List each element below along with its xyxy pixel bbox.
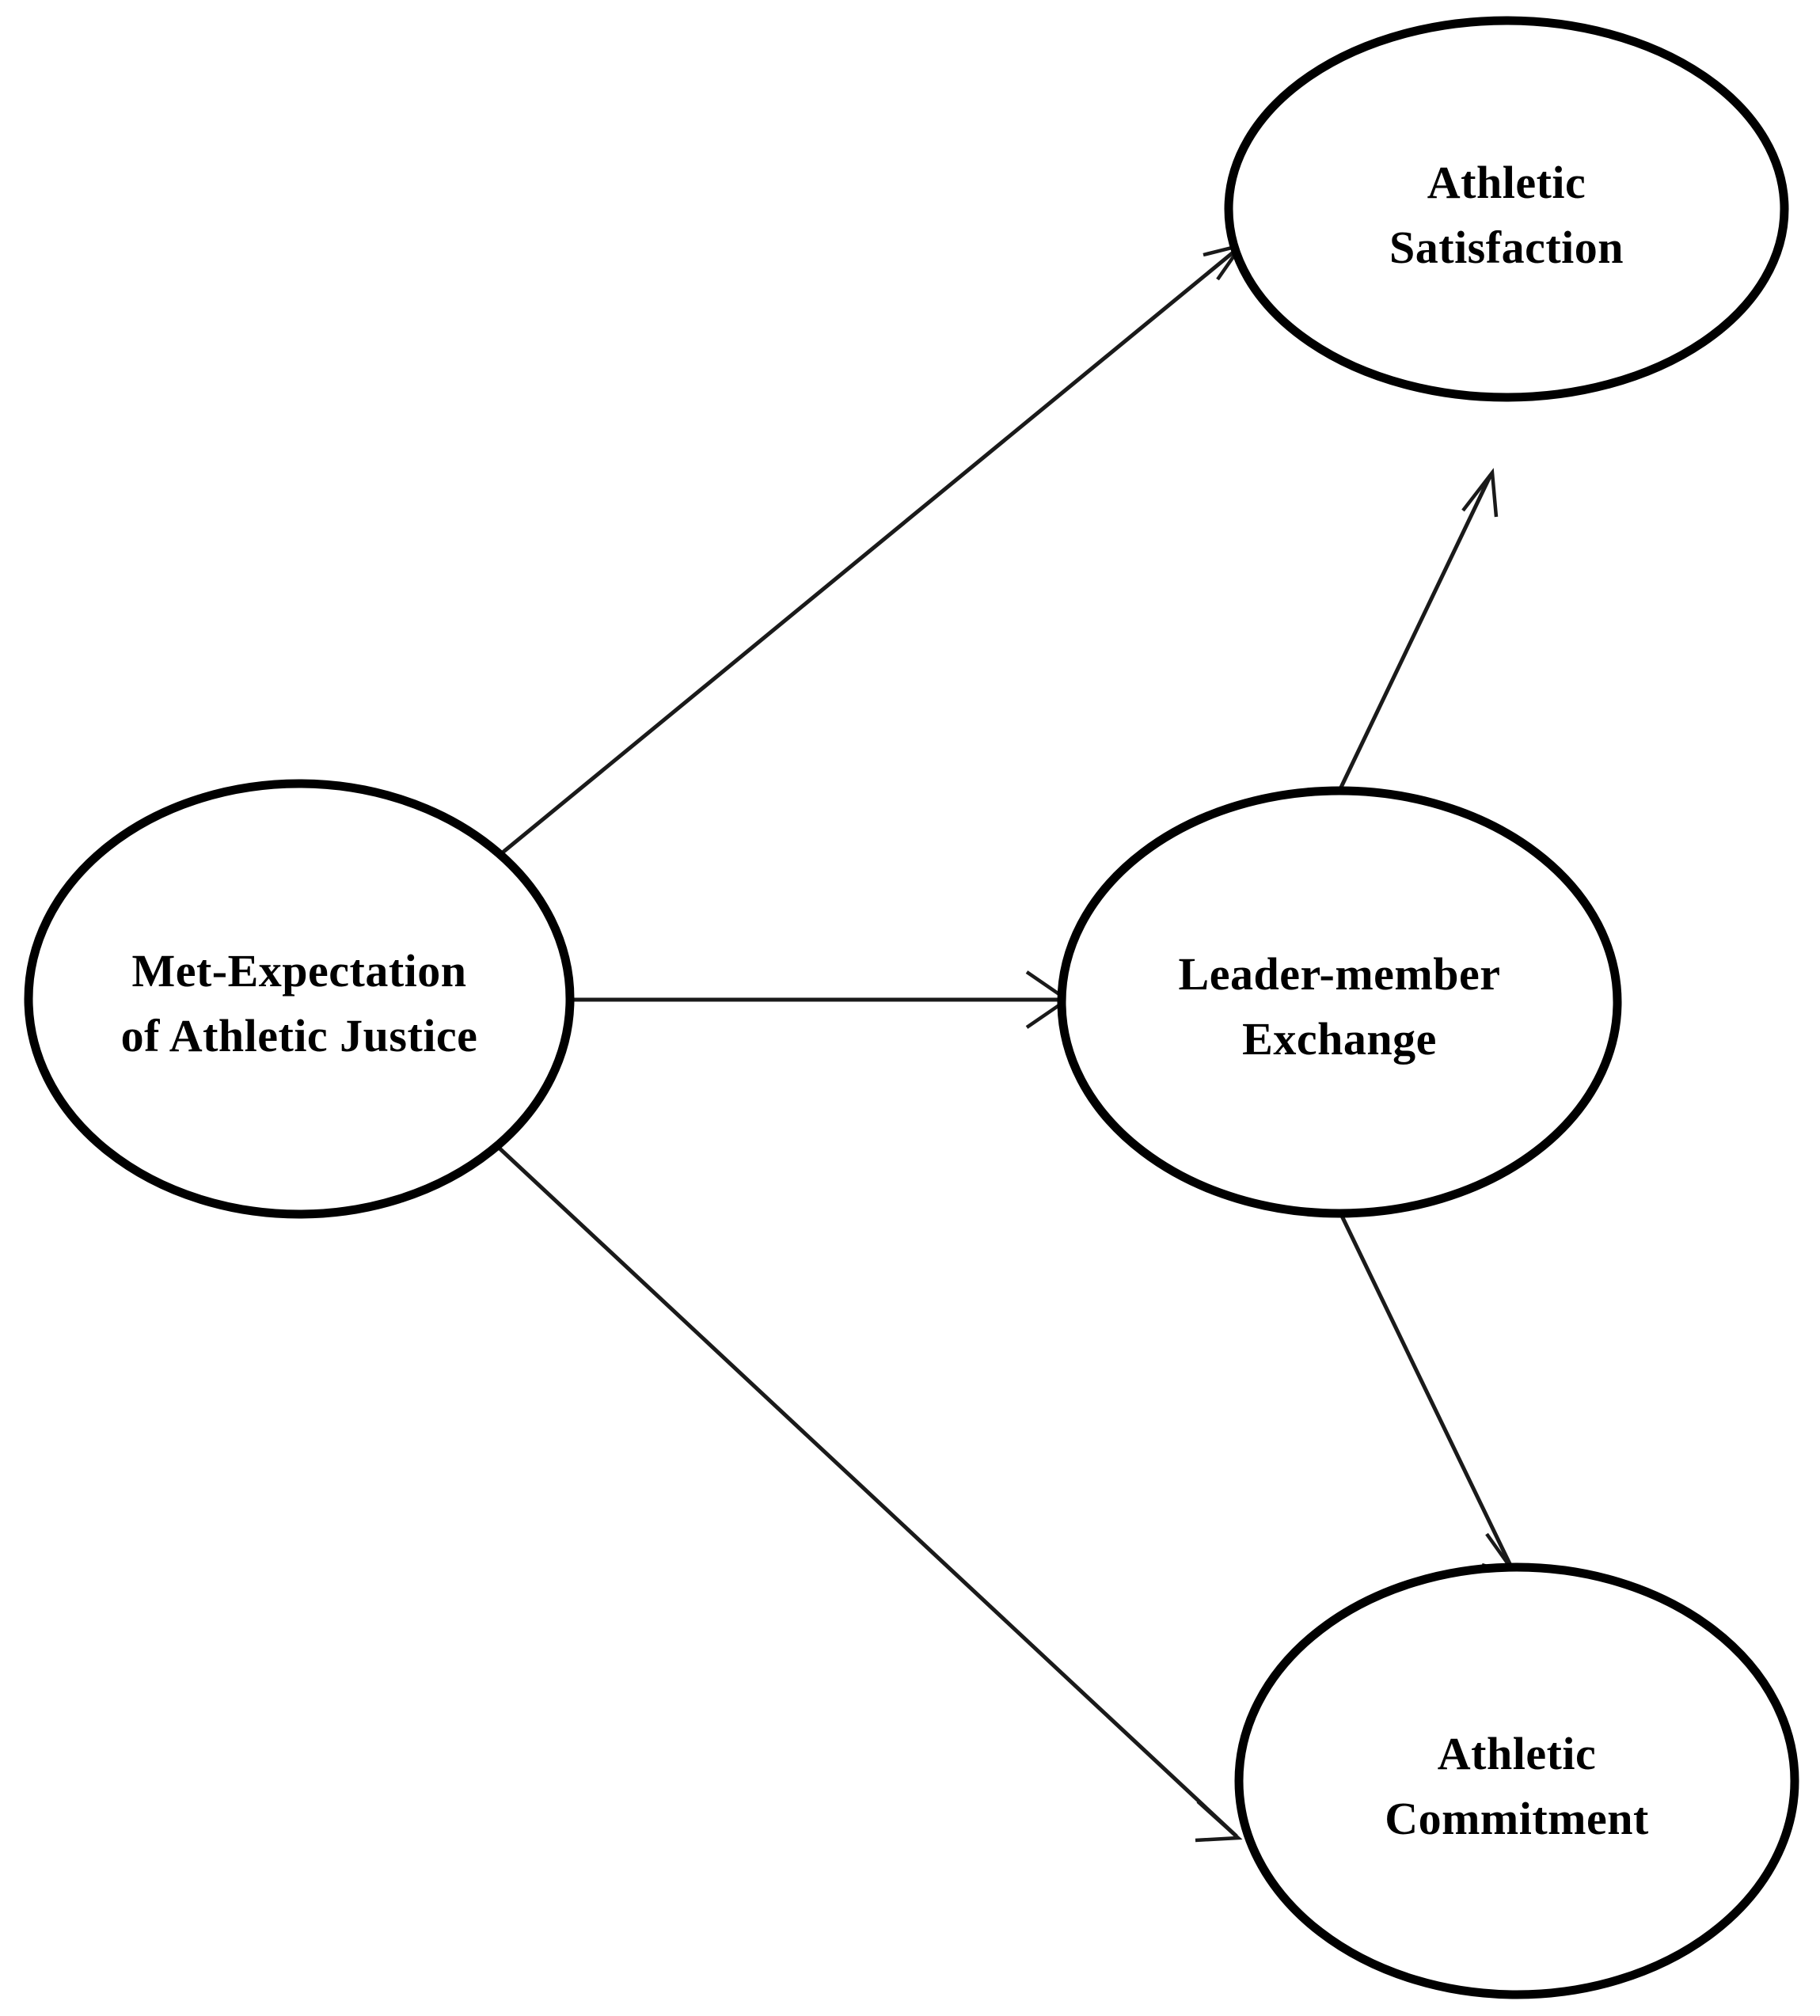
node-label-athletic-commitment-line2: Commitment: [1385, 1793, 1649, 1844]
edge-met-expectation-to-athletic-commitment: [496, 1145, 1243, 1843]
edge-leader-member-exchange-to-athletic-commitment: [1337, 1209, 1521, 1579]
node-leader-member-exchange[interactable]: Leader-member Exchange: [1057, 786, 1622, 1218]
node-label-leader-member-exchange-line2: Exchange: [1242, 1013, 1437, 1065]
node-label-met-expectation-line1: Met-Expectation: [131, 945, 466, 997]
node-shape-met-expectation[interactable]: [24, 779, 575, 1219]
edge-met-expectation-to-leader-member-exchange: [569, 970, 1070, 1029]
node-label-leader-member-exchange-line1: Leader-member: [1179, 948, 1501, 1000]
node-label-athletic-commitment-line1: Athletic: [1438, 1728, 1597, 1779]
node-label-met-expectation-line2: of Athletic Justice: [121, 1010, 478, 1061]
edge-met-expectation-to-athletic-satisfaction: [497, 242, 1246, 857]
node-label-athletic-satisfaction-line1: Athletic: [1427, 157, 1586, 208]
node-shape-leader-member-exchange[interactable]: [1057, 786, 1622, 1218]
edge-line-lmx-to-satisfaction: [1336, 473, 1493, 795]
node-shape-athletic-satisfaction[interactable]: [1224, 16, 1789, 402]
edge-line-met-to-satisfaction: [497, 245, 1241, 857]
node-athletic-satisfaction[interactable]: Athletic Satisfaction: [1224, 16, 1789, 402]
edge-line-lmx-to-commitment: [1337, 1209, 1517, 1575]
node-label-athletic-satisfaction-line2: Satisfaction: [1389, 222, 1624, 273]
node-met-expectation-of-athletic-justice[interactable]: Met-Expectation of Athletic Justice: [24, 779, 575, 1219]
node-athletic-commitment[interactable]: Athletic Commitment: [1234, 1562, 1799, 1999]
node-shape-athletic-commitment[interactable]: [1234, 1562, 1799, 1999]
edge-leader-member-exchange-to-athletic-satisfaction: [1336, 468, 1499, 795]
edge-line-met-to-commitment: [496, 1145, 1238, 1838]
arrowhead-lmx-to-satisfaction: [1461, 468, 1499, 518]
arrowhead-met-to-commitment: [1195, 1800, 1243, 1843]
